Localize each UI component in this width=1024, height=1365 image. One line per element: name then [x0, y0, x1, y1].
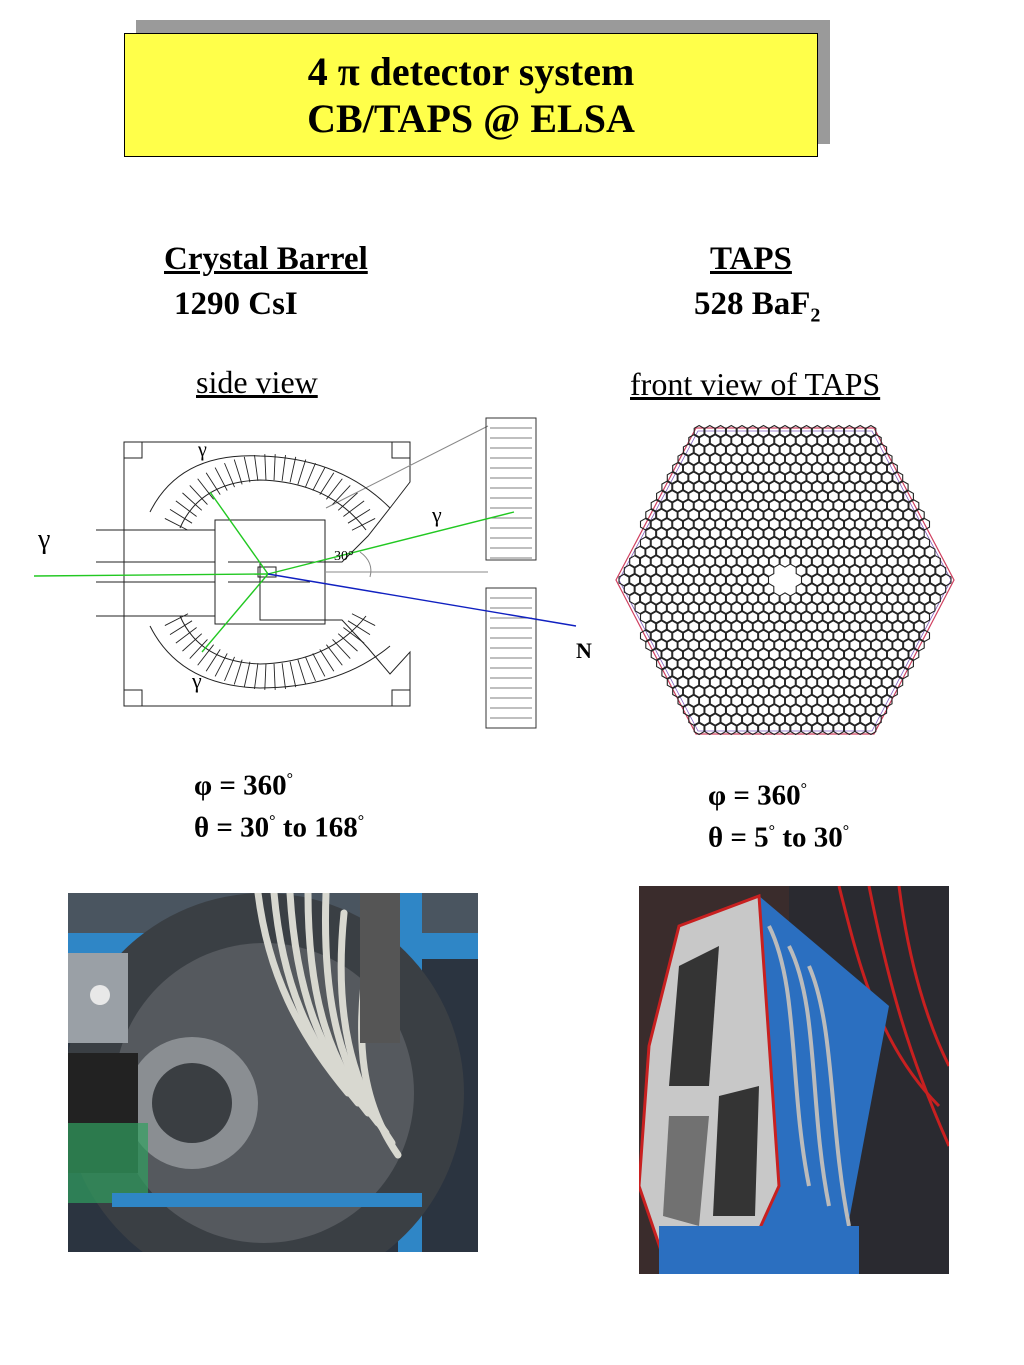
cb-phi-coverage: φ = 360°: [194, 769, 294, 802]
taps-phi-coverage: φ = 360°: [708, 779, 808, 812]
angle-label: 30°: [334, 549, 354, 564]
forward-photon-track: [267, 511, 515, 575]
incoming-photon-track: [33, 573, 269, 577]
crystal-barrel-crystals: [164, 454, 376, 690]
gamma-label-top: γ: [197, 439, 207, 461]
front-view-label: front view of TAPS: [630, 366, 881, 402]
taps-photo: [639, 886, 949, 1274]
side-view-label: side view: [196, 364, 318, 400]
gamma-label-bottom: γ: [191, 668, 202, 693]
upper-photon-track: [209, 491, 269, 575]
neutron-label: N: [576, 638, 592, 663]
crystal-barrel-heading: Crystal Barrel: [164, 241, 368, 277]
cb-theta-coverage: θ = 30° to 168°: [194, 811, 365, 844]
crystal-barrel-count: 1290 CsI: [174, 286, 298, 322]
baf2-crystal-cells: [618, 424, 952, 736]
taps-count-subscript: 2: [810, 304, 821, 327]
taps-heading: TAPS: [710, 241, 792, 277]
title-line-2: CB/TAPS @ ELSA: [307, 96, 635, 141]
gamma-label-forward: γ: [431, 502, 442, 527]
title-box: 4 π detector system CB/TAPS @ ELSA: [124, 33, 818, 157]
neutron-track: [267, 573, 577, 627]
crystal-barrel-photo: [68, 893, 478, 1252]
title-line-1: 4 π detector system: [307, 49, 635, 94]
taps-count: 528 BaF2: [694, 286, 821, 327]
gamma-label-incoming: γ: [37, 524, 50, 555]
crystal-barrel-side-view-diagram: γ γ γ γ 30° N: [33, 417, 592, 729]
taps-front-view-diagram: [615, 424, 955, 736]
lower-photon-track: [201, 573, 269, 653]
taps-theta-coverage: θ = 5° to 30°: [708, 821, 850, 854]
